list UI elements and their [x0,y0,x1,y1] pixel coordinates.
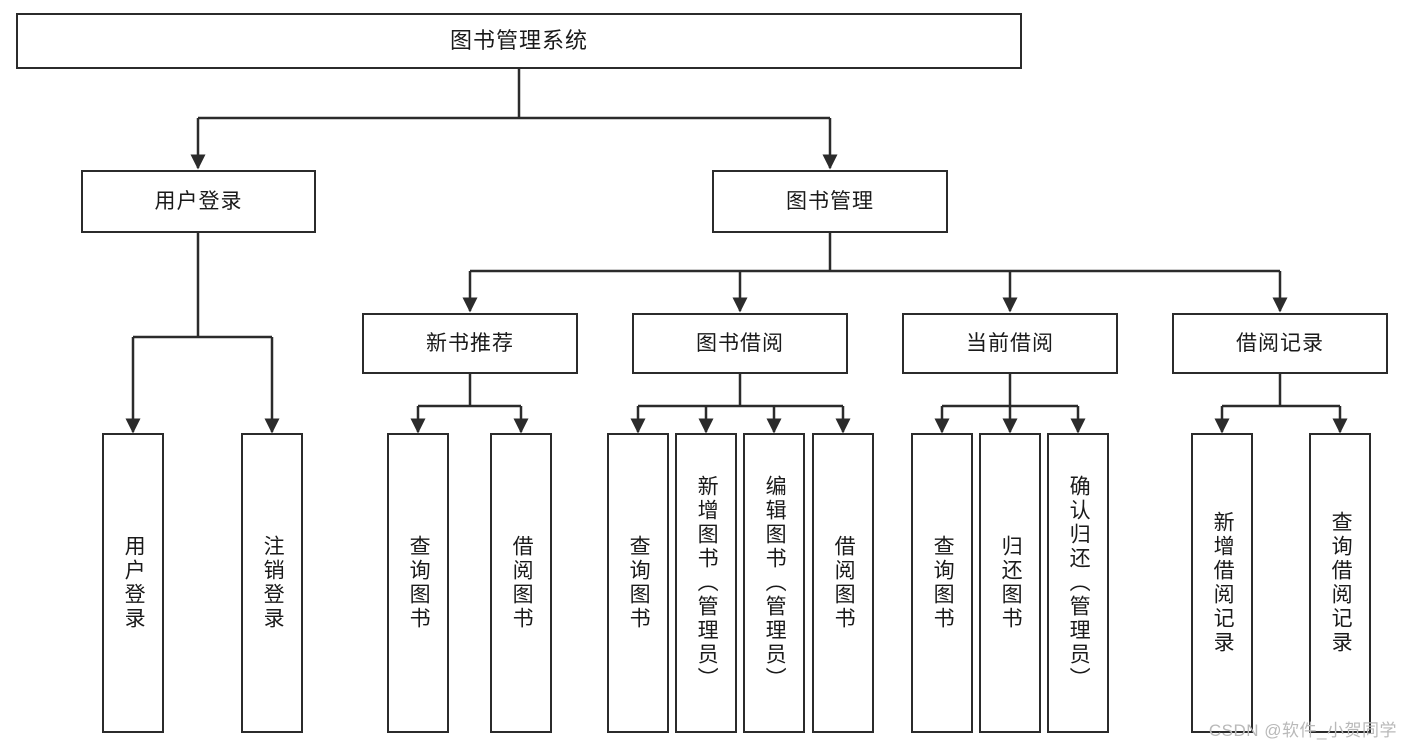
node-new-book-recommend[interactable]: 新书推荐 [362,313,578,374]
leaf-newbook-query[interactable]: 查询图书 [387,433,449,733]
leaf-borrow-query[interactable]: 查询图书 [607,433,669,733]
node-user-login[interactable]: 用户登录 [81,170,316,233]
node-user-login-label: 用户登录 [154,189,243,213]
leaf-borrow-borrow-book[interactable]: 借阅图书 [812,433,874,733]
leaf-borrow-add-book-label: 新增图书（管理员） [695,475,719,691]
leaf-record-add-label: 新增借阅记录 [1211,511,1235,655]
leaf-borrow-query-label: 查询图书 [627,535,651,631]
leaf-newbook-query-label: 查询图书 [407,535,431,631]
leaf-current-return[interactable]: 归还图书 [979,433,1041,733]
node-borrow-record[interactable]: 借阅记录 [1172,313,1388,374]
leaf-borrow-add-book[interactable]: 新增图书（管理员） [675,433,737,733]
node-book-management[interactable]: 图书管理 [712,170,948,233]
leaf-current-return-label: 归还图书 [999,535,1023,631]
node-new-book-recommend-label: 新书推荐 [426,331,514,355]
node-borrow-record-label: 借阅记录 [1236,331,1324,355]
leaf-record-query-label: 查询借阅记录 [1329,511,1353,655]
node-root[interactable]: 图书管理系统 [16,13,1022,69]
leaf-current-query[interactable]: 查询图书 [911,433,973,733]
leaf-borrow-edit-book[interactable]: 编辑图书（管理员） [743,433,805,733]
node-book-borrow[interactable]: 图书借阅 [632,313,848,374]
node-book-borrow-label: 图书借阅 [696,331,784,355]
leaf-user-login-label: 用户登录 [122,535,146,631]
leaf-user-logout[interactable]: 注销登录 [241,433,303,733]
leaf-borrow-edit-book-label: 编辑图书（管理员） [763,475,787,691]
leaf-record-add[interactable]: 新增借阅记录 [1191,433,1253,733]
leaf-current-query-label: 查询图书 [931,535,955,631]
watermark-text: CSDN @软件_小贺同学 [1208,721,1397,740]
leaf-current-confirm-return[interactable]: 确认归还（管理员） [1047,433,1109,733]
node-root-label: 图书管理系统 [449,27,588,53]
node-current-borrow-label: 当前借阅 [966,331,1054,355]
leaf-user-login[interactable]: 用户登录 [102,433,164,733]
leaf-user-logout-label: 注销登录 [261,535,285,631]
node-current-borrow[interactable]: 当前借阅 [902,313,1118,374]
node-book-management-label: 图书管理 [786,189,874,213]
leaf-record-query[interactable]: 查询借阅记录 [1309,433,1371,733]
leaf-borrow-borrow-book-label: 借阅图书 [832,535,856,631]
leaf-newbook-borrow[interactable]: 借阅图书 [490,433,552,733]
leaf-newbook-borrow-label: 借阅图书 [510,535,534,631]
leaf-current-confirm-return-label: 确认归还（管理员） [1067,475,1091,691]
